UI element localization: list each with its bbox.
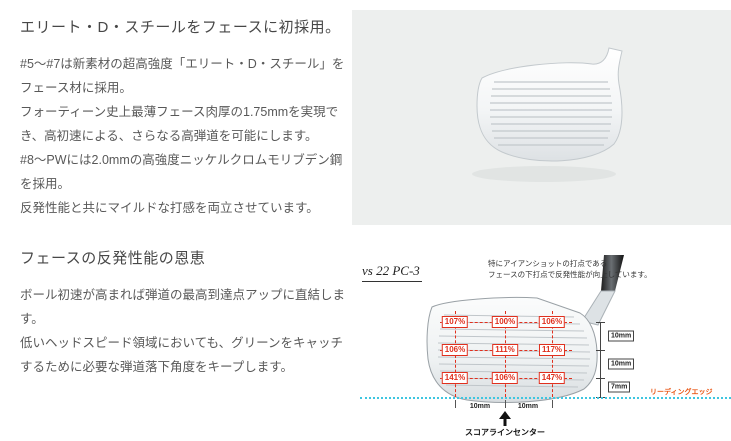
section1-body: #5〜#7は新素材の超高強度「エリート・D・スチール」をフェース材に採用。 フォ… [20,52,352,220]
rebound-value: 141% [441,372,469,384]
dimension-tick [596,378,605,379]
rebound-diagram: vs 22 PC-3 特にアイアンショットの打点である フェースの下打点で反発性… [352,255,731,441]
dimension-label: 10mm [608,330,635,342]
diagram-note: 特にアイアンショットの打点である フェースの下打点で反発性能が向上しています。 [488,258,652,281]
section2-paragraph: ボール初速が高まれば弾道の最高到達点アップに直結します。 [20,288,346,326]
iron-face-photo [471,46,623,182]
dimension-tick [552,400,553,408]
rebound-value: 107% [441,316,469,328]
diagram-note-line2: フェースの下打点で反発性能が向上しています。 [488,270,652,280]
leading-edge-line [360,397,731,399]
rebound-value: 106% [538,316,566,328]
section1-paragraph: #5〜#7は新素材の超高強度「エリート・D・スチール」をフェース材に採用。 [20,57,345,95]
dimension-tick [455,400,456,408]
rebound-value: 106% [441,344,469,356]
rebound-value: 147% [538,372,566,384]
score-line-center-arrow-icon [503,419,507,426]
rebound-value: 111% [492,344,518,356]
section1-paragraph: 反発性能と共にマイルドな打感を両立させています。 [20,201,319,215]
section-rebound-benefit: フェースの反発性能の恩恵 ボール初速が高まれば弾道の最高到達点アップに直結します… [20,247,352,379]
dimension-label: 10mm [608,358,635,370]
rebound-value: 100% [491,316,519,328]
rebound-value: 106% [491,372,519,384]
dimension-label: 10mm [517,403,539,410]
dimension-tick [596,322,605,323]
leading-edge-label: リーディングエッジ [650,389,713,396]
dimension-axis [600,322,601,397]
dimension-label: 10mm [469,403,491,410]
section1-paragraph: フォーティーン史上最薄フェース肉厚の1.75mmを実現でき、高初速による、さらな… [20,105,339,143]
dimension-tick [505,400,506,408]
section2-body: ボール初速が高まれば弾道の最高到達点アップに直結します。 低いヘッドスピード領域… [20,283,352,379]
section2-heading: フェースの反発性能の恩恵 [20,250,206,267]
section2-paragraph: 低いヘッドスピード領域においても、グリーンをキャッチするために必要な弾道落下角度… [20,336,344,374]
section-face-material: エリート・D・スチールをフェースに初採用。 #5〜#7は新素材の超高強度「エリー… [20,16,352,220]
rebound-value: 117% [538,344,566,356]
diagram-note-line1: 特にアイアンショットの打点である [488,259,608,268]
dimension-tick [596,350,605,351]
section1-heading: エリート・D・スチールをフェースに初採用。 [20,19,341,36]
dimension-label: 7mm [608,381,631,393]
score-line-center-label: スコアラインセンター [465,428,545,437]
iron-face-photo-panel [352,10,731,225]
section1-paragraph: #8〜PWには2.0mmの高強度ニッケルクロムモリブデン鋼を採用。 [20,153,343,191]
score-line-center-arrow-icon [499,411,511,419]
vs-model-label: vs 22 PC-3 [362,263,422,282]
